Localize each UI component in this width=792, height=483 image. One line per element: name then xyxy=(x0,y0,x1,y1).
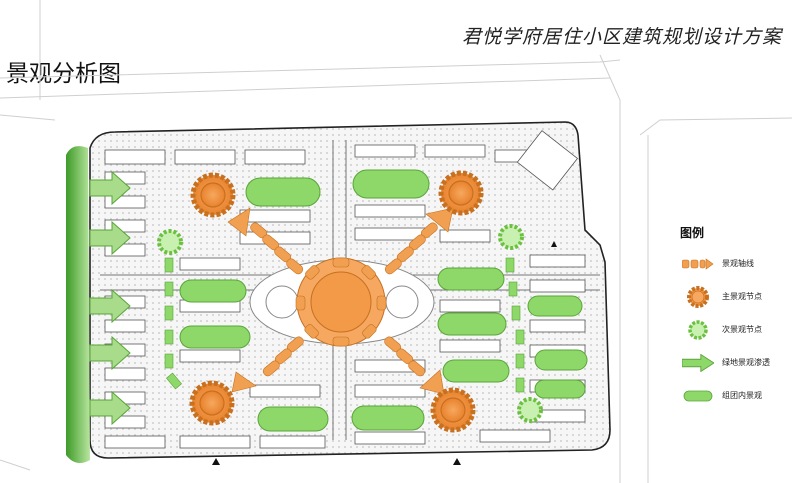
western-green-belt xyxy=(66,146,90,464)
landscape-axis-icon xyxy=(682,253,714,275)
green-penetration-arrows xyxy=(89,170,131,426)
legend: 图例 景观轴线 主景观节点 xyxy=(680,224,790,418)
cluster-landscape-icon xyxy=(682,385,714,407)
central-main-node xyxy=(295,257,387,347)
main-node-icon xyxy=(682,286,714,308)
landscape-axes xyxy=(227,207,454,395)
green-penetration-arrow-icon xyxy=(682,352,714,374)
legend-item-secondary-node: 次景观节点 xyxy=(680,319,790,352)
legend-label: 次景观节点 xyxy=(722,325,762,334)
secondary-landscape-nodes xyxy=(157,224,543,423)
main-landscape-nodes xyxy=(189,170,484,433)
legend-label: 主景观节点 xyxy=(722,292,762,301)
legend-item-cluster-landscape: 组团内景观 xyxy=(680,385,790,418)
entrance-markers xyxy=(212,241,557,465)
legend-heading: 图例 xyxy=(680,226,705,240)
green-secondary-paths xyxy=(164,257,525,393)
legend-label: 组团内景观 xyxy=(722,391,762,400)
legend-label: 景观轴线 xyxy=(722,259,754,268)
legend-label: 绿地景观渗透 xyxy=(722,358,770,367)
legend-item-green-penetration: 绿地景观渗透 xyxy=(680,352,790,385)
cluster-landscapes xyxy=(179,169,588,432)
secondary-node-icon xyxy=(682,319,714,341)
project-title: 君悦学府居住小区建筑规划设计方案 xyxy=(461,26,782,48)
legend-item-main-node: 主景观节点 xyxy=(680,286,790,319)
page-title: 景观分析图 xyxy=(6,61,121,87)
legend-item-landscape-axis: 景观轴线 xyxy=(680,253,790,286)
